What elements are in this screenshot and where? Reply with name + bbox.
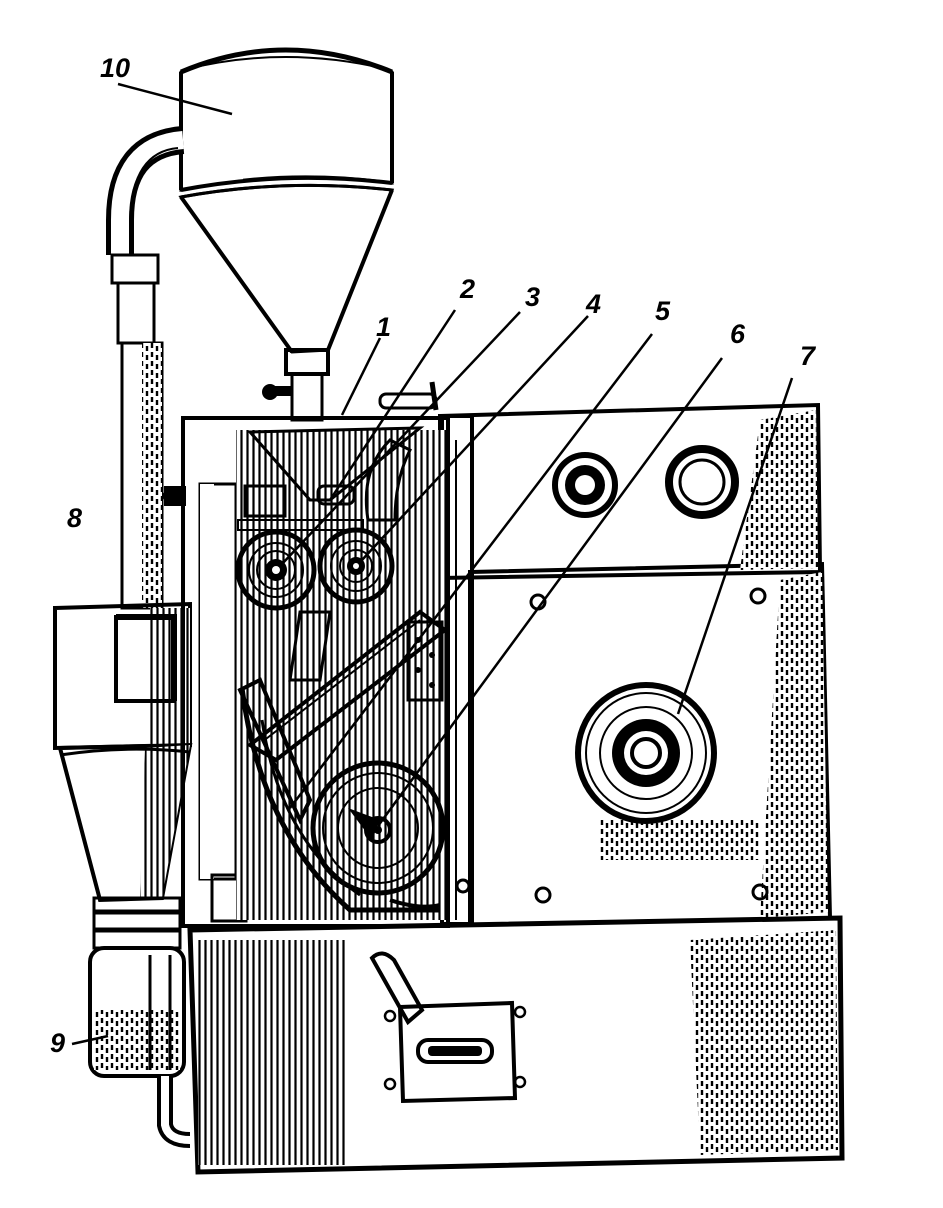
callout-5: 5 xyxy=(655,296,671,326)
leader-lines xyxy=(71,82,794,1046)
callout-8: 8 xyxy=(67,503,82,533)
callout-4: 4 xyxy=(585,289,601,319)
callout-labels: 10 1 2 3 4 5 6 7 8 9 xyxy=(50,53,817,1058)
callout-3: 3 xyxy=(525,282,540,312)
callout-9: 9 xyxy=(50,1028,65,1058)
drive-pulley xyxy=(310,760,446,909)
roller-pair xyxy=(235,527,395,611)
callout-7: 7 xyxy=(800,341,817,371)
cyclone-separator xyxy=(53,601,193,950)
transport-pipe xyxy=(106,126,185,610)
callout-2: 2 xyxy=(459,274,475,304)
swing-arm xyxy=(237,609,449,913)
callout-1: 1 xyxy=(376,312,391,342)
panel-fittings xyxy=(163,381,769,904)
machine-base xyxy=(187,915,845,1175)
callout-10: 10 xyxy=(100,53,130,83)
machine-body xyxy=(181,402,833,928)
collection-jar xyxy=(88,946,191,1148)
callout-6: 6 xyxy=(730,319,746,349)
gear-wheel xyxy=(575,682,717,824)
feed-hopper xyxy=(178,47,395,422)
